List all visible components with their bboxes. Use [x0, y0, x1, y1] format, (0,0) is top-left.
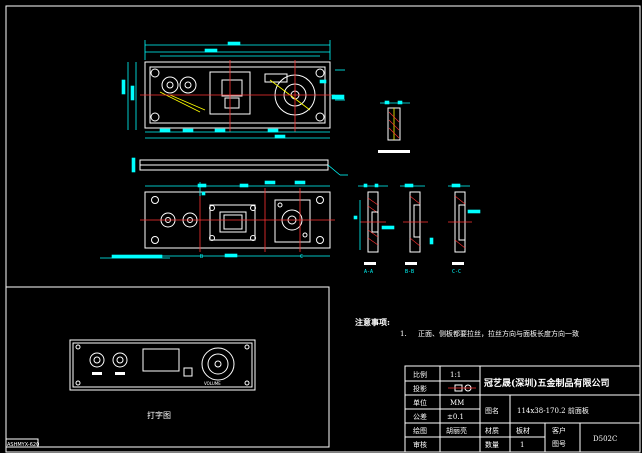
spec-label: 板材: [516, 426, 530, 435]
section-views[interactable]: A-A B-B C-C: [353, 100, 481, 275]
title-block[interactable]: 比例 1:1 投影 单位 MM 公差 ±0.1 绘图 胡丽亮 审核 冠艺晟(深圳…: [404, 365, 641, 453]
preview-jack-2: [112, 352, 128, 368]
scale-label: 比例: [413, 370, 427, 379]
tolerance-label: 公差: [413, 412, 427, 421]
front-view[interactable]: [121, 40, 345, 139]
preview-caption: 打字图: [147, 410, 171, 420]
notes-item-number: 1.: [400, 330, 407, 338]
drawing-no-value: D502C: [593, 435, 617, 443]
projection-label: 投影: [413, 384, 427, 393]
section-a-label: A-A: [364, 269, 373, 275]
name-label: 图名: [485, 406, 499, 415]
review-label: 审核: [413, 440, 427, 449]
projection-symbol-icon: [448, 384, 476, 392]
quantity-label: 数量: [485, 440, 499, 449]
drawn-value: 胡丽亮: [446, 426, 467, 435]
tolerance-value: ±0.1: [447, 413, 464, 421]
material-label: 材质: [485, 426, 499, 435]
jack-hole-2: [179, 76, 197, 94]
customer-label: 客户: [552, 426, 566, 435]
section-c-label: C-C: [452, 269, 461, 275]
corner-label: ASHMYX-620: [7, 442, 39, 448]
quantity-value: 1: [520, 441, 524, 449]
unit-label: 单位: [413, 398, 427, 407]
preview-display: [142, 348, 180, 372]
drawing-no-label: 图号: [552, 440, 566, 448]
name-value: 114x38-170.2 前面板: [517, 406, 589, 415]
preview-jack-1: [89, 352, 105, 368]
jack-hole-1: [161, 76, 179, 94]
side-strip-view[interactable]: [131, 157, 348, 176]
preview-box[interactable]: VOLUME 打字图: [5, 286, 330, 448]
notes-heading: 注意事项:: [355, 317, 390, 327]
notes-item-text: 正面、侧板都要拉丝，拉丝方向与面板长度方向一致: [418, 329, 579, 338]
drawn-label: 绘图: [413, 426, 427, 435]
section-b-label: B-B: [405, 269, 414, 275]
preview-volume-knob: [201, 347, 235, 381]
back-view[interactable]: C B: [100, 180, 335, 260]
scale-value: 1:1: [450, 371, 461, 379]
svg-text:C: C: [300, 254, 303, 260]
unit-value: MM: [450, 399, 464, 407]
notes-section: 注意事项: 1. 正面、侧板都要拉丝，拉丝方向与面板长度方向一致: [355, 317, 579, 338]
preview-volume-label: VOLUME: [204, 381, 221, 386]
svg-text:B: B: [200, 254, 203, 260]
company-name: 冠艺晟(深圳)五金制品有限公司: [484, 377, 610, 389]
